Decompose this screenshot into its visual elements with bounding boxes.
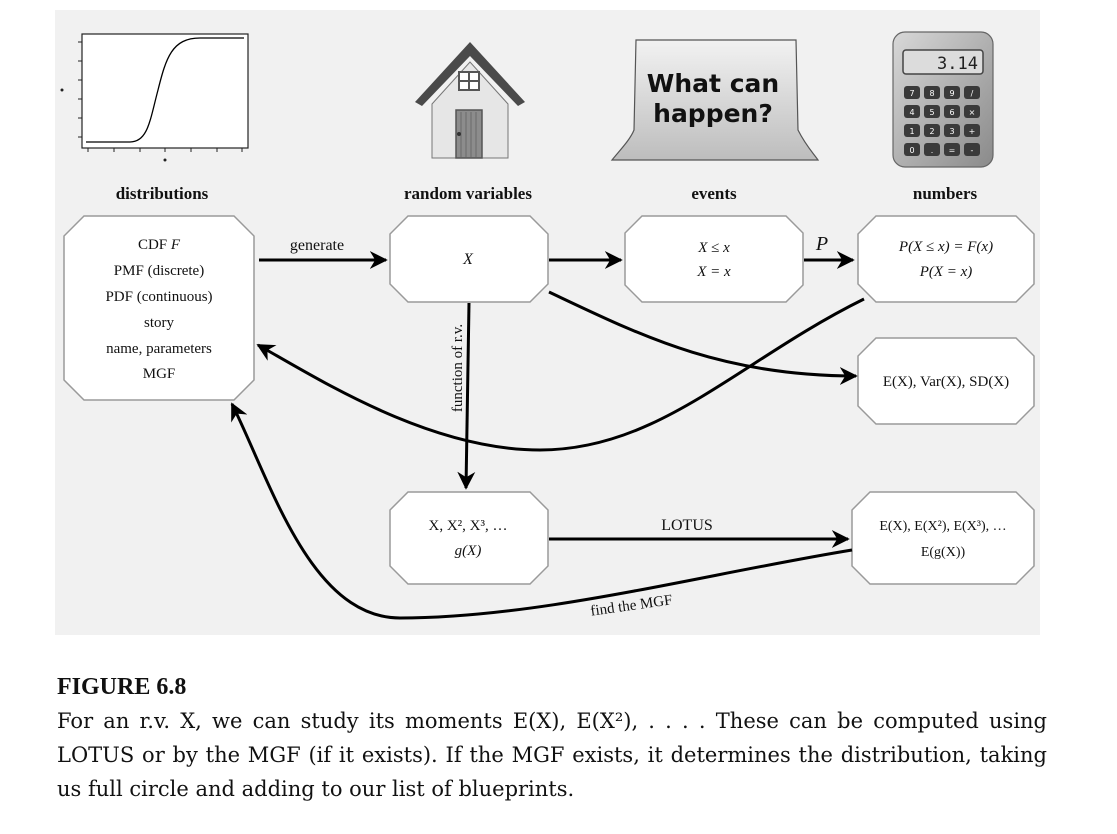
functions-powers: X, X², X³, … <box>429 518 508 534</box>
dist-item-name-parameters: name, parameters <box>106 341 212 357</box>
calculator-key <box>944 124 960 137</box>
moments-powers: E(X), E(X²), E(X³), … <box>879 519 1006 534</box>
calculator-key-label: 1 <box>909 127 914 136</box>
moments-box <box>851 491 1035 585</box>
calculator-key <box>924 105 940 118</box>
dist-item-cdf-text: CDF <box>138 237 171 253</box>
arrow-probabilities-to-distributions <box>256 297 865 452</box>
card-text-line-2: happen? <box>653 99 773 128</box>
calculator-key <box>964 86 980 99</box>
random-variable-box <box>389 215 549 303</box>
house-icon <box>415 42 525 159</box>
calculator-key <box>904 86 920 99</box>
dist-item-cdf: CDF F <box>138 237 181 253</box>
calculator-key <box>924 86 940 99</box>
calculator-key-label: 7 <box>909 89 914 98</box>
calculator-key-label: / <box>971 89 974 98</box>
dist-item-pdf: PDF (continuous) <box>105 289 212 305</box>
what-can-happen-card-icon: What can happen? <box>610 39 820 161</box>
calculator-key <box>964 105 980 118</box>
calculator-keypad: 7 8 9 / 4 5 6 × 1 2 3 +0. = - <box>904 86 980 156</box>
calculator-key <box>904 143 920 156</box>
distributions-box <box>63 215 255 401</box>
label-generate: generate <box>290 237 344 254</box>
figure-caption-title: FIGURE 6.8 <box>57 674 187 700</box>
calculator-key <box>964 143 980 156</box>
summaries-text: E(X), Var(X), SD(X) <box>883 374 1009 390</box>
heading-random-variables: random variables <box>404 184 532 203</box>
calculator-key-label: 2 <box>929 127 934 136</box>
calculator-display: 3.14 <box>937 54 978 74</box>
dist-item-pmf: PMF (discrete) <box>114 263 204 279</box>
prob-cdf: P(X ≤ x) = F(x) <box>898 239 993 255</box>
card-text-line-1: What can <box>647 69 779 98</box>
dist-item-story: story <box>144 315 175 331</box>
label-p: P <box>815 233 828 255</box>
calculator-key-label: + <box>969 127 976 136</box>
calculator-icon: 3.14 7 8 9 / 4 5 6 × 1 2 3 +0. = - <box>892 31 994 168</box>
arrow-rv-to-summaries <box>548 290 858 385</box>
calculator-key <box>904 124 920 137</box>
arrow-find-the-mgf <box>230 402 853 620</box>
calculator-key <box>924 143 940 156</box>
cdf-plot-icon <box>60 33 249 162</box>
label-function-of-rv: function of r.v. <box>450 324 466 412</box>
calculator-key-label: 4 <box>909 108 914 117</box>
calculator-key-label: 9 <box>949 89 954 98</box>
label-lotus: LOTUS <box>661 517 713 534</box>
heading-numbers: numbers <box>913 184 978 203</box>
prob-pmf: P(X = x) <box>919 264 973 280</box>
calculator-key-label: 0 <box>909 146 914 155</box>
event-x-leq-x: X ≤ x <box>697 240 730 256</box>
functions-box <box>389 491 549 585</box>
calculator-key-label: 8 <box>929 89 934 98</box>
moments-g: E(g(X)) <box>921 545 966 560</box>
probabilities-box <box>857 215 1035 303</box>
events-box <box>624 215 804 303</box>
summaries-box <box>857 337 1035 425</box>
calculator-key <box>944 86 960 99</box>
figure-caption-text: For an r.v. X, we can study its moments … <box>57 709 1047 801</box>
heading-distributions: distributions <box>116 184 209 203</box>
arrow-function-of-rv <box>457 302 476 490</box>
calculator-key-label: - <box>971 146 974 155</box>
heading-events: events <box>691 184 737 203</box>
calculator-key-label: × <box>969 108 976 117</box>
calculator-key-label: 3 <box>949 127 954 136</box>
calculator-key-label: . <box>931 146 934 155</box>
functions-g: g(X) <box>455 543 482 559</box>
random-variable-x: X <box>462 251 474 268</box>
calculator-key-label: 5 <box>929 108 934 117</box>
calculator-key-label: 6 <box>949 108 954 117</box>
calculator-key <box>944 105 960 118</box>
dist-item-mgf: MGF <box>143 366 176 382</box>
calculator-key <box>944 143 960 156</box>
calculator-key-label: = <box>949 146 956 155</box>
calculator-key <box>924 124 940 137</box>
event-x-eq-x: X = x <box>696 264 731 280</box>
calculator-key <box>964 124 980 137</box>
calculator-key <box>904 105 920 118</box>
